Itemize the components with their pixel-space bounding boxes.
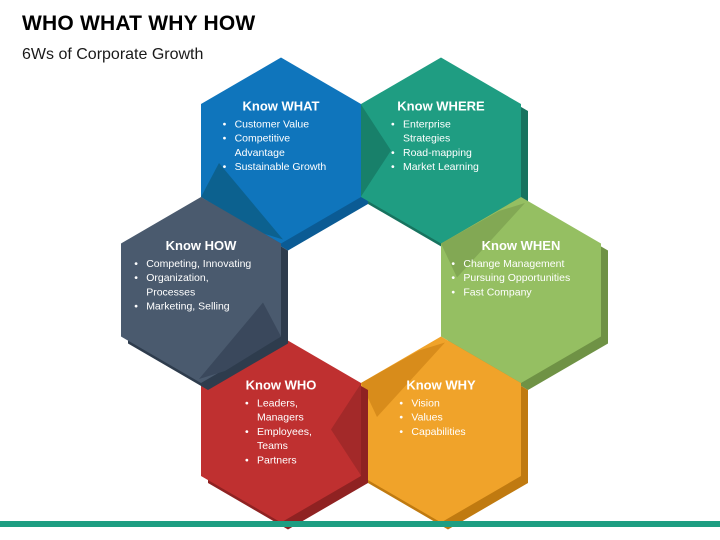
bullet-text: Managers — [257, 412, 304, 424]
hexagon-face[interactable] — [361, 57, 521, 244]
bullet-text: Road-mapping — [403, 147, 472, 159]
hexagon-notch — [199, 302, 281, 379]
bullet-text: Leaders, — [257, 398, 298, 410]
bullet-marker: • — [399, 426, 403, 438]
bullet-marker: • — [451, 272, 455, 284]
hexagon-notch — [441, 203, 525, 278]
bullet-text: Market Learning — [403, 161, 479, 173]
page-title: WHO WHAT WHY HOW — [22, 12, 256, 35]
bullet-text: Enterprise — [403, 119, 451, 131]
bullet-marker: • — [451, 286, 455, 298]
bullet-text: Pursuing Opportunities — [463, 272, 570, 284]
bullet-marker: • — [451, 258, 455, 270]
hexagon-know-who[interactable]: Know WHO • Leaders, Managers • Employees, Team… — [201, 336, 368, 530]
bullet-marker: • — [223, 119, 227, 131]
bullet-text: Competitive — [235, 133, 291, 145]
bullet-text: Fast Company — [463, 286, 532, 298]
bullet-marker: • — [391, 147, 395, 159]
bullet-marker: • — [223, 133, 227, 145]
hexagon-notch — [201, 163, 283, 240]
hexagon-heading: Know WHO — [246, 378, 317, 393]
hexagon-heading: Know HOW — [166, 238, 237, 253]
bullet-marker: • — [245, 454, 249, 466]
bullet-text: Sustainable Growth — [235, 161, 327, 173]
bullet-text: Values — [411, 412, 442, 424]
page-subtitle: 6Ws of Corporate Growth — [22, 46, 204, 63]
bullet-text: Capabilities — [411, 426, 465, 438]
hexagon-notch — [331, 383, 361, 476]
hexagon-heading: Know WHY — [406, 378, 476, 393]
hexagon-heading: Know WHERE — [397, 99, 485, 114]
hexagon-know-how[interactable]: Know HOW • Competing, Innovating • Organizat… — [121, 197, 288, 390]
bullet-text: Employees, — [257, 426, 312, 438]
bullet-marker: • — [391, 161, 395, 173]
hexagon-know-what[interactable]: Know WHAT • Customer Value • CompetitiveAdva… — [201, 57, 368, 251]
hexagon-notch — [361, 104, 391, 197]
bullet-marker: • — [399, 398, 403, 410]
bullet-marker: • — [245, 398, 249, 410]
bullet-text: Organization, — [146, 272, 208, 284]
bullet-marker: • — [391, 119, 395, 131]
bullet-text: Change Management — [463, 258, 564, 270]
bullet-text: Competing, Innovating — [146, 258, 251, 270]
hexagon-know-where[interactable]: Know WHERE•EnterpriseStrategies•Road-map… — [361, 57, 528, 251]
bullet-text: Partners — [257, 454, 297, 466]
bullet-marker: • — [399, 412, 403, 424]
bullet-text: Customer Value — [235, 119, 310, 131]
bullet-marker: • — [134, 258, 138, 270]
bullet-marker: • — [134, 301, 138, 313]
bullet-text: Marketing, Selling — [146, 301, 230, 313]
hexagon-notch — [361, 342, 445, 417]
hexagon-know-why[interactable]: Know WHY•Vision•Values•Capabilities — [361, 336, 528, 530]
bullet-marker: • — [134, 272, 138, 284]
bullet-text: Advantage — [235, 147, 285, 159]
bullet-text: Processes — [146, 286, 195, 298]
hexagon-heading: Know WHEN — [482, 238, 561, 253]
bullet-marker: • — [223, 161, 227, 173]
hexagon-know-when[interactable]: Know WHEN • Change Management • Pursuing Opp… — [441, 197, 608, 390]
hexagon-heading: Know WHAT — [242, 99, 319, 114]
bullet-text: Strategies — [403, 133, 450, 145]
hexagon-face[interactable] — [201, 336, 361, 523]
bullet-text: Vision — [411, 398, 440, 410]
bullet-text: Teams — [257, 440, 288, 452]
bullet-marker: • — [245, 426, 249, 438]
bottom-accent-bar — [0, 521, 720, 527]
